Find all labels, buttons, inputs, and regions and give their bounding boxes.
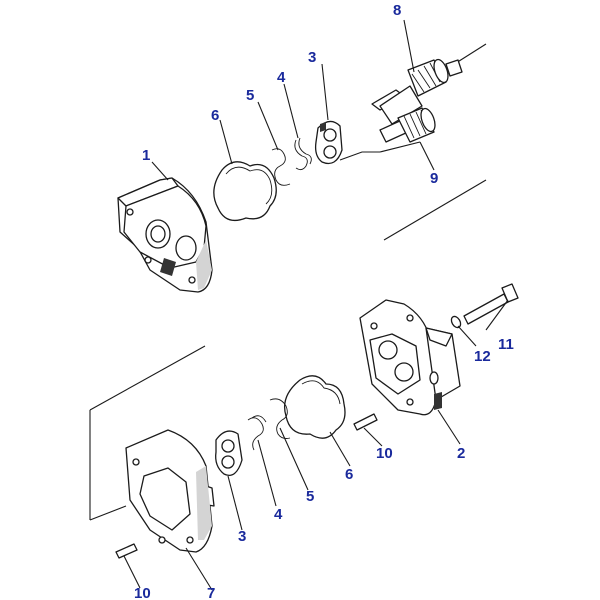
callout-8: 8 — [393, 2, 401, 19]
washer — [450, 315, 462, 329]
callout-10-left: 10 — [134, 585, 151, 600]
drive-shaft-gear — [371, 58, 463, 125]
callout-5-lower: 5 — [306, 488, 314, 505]
o-ring-upper — [213, 161, 277, 222]
callout-9: 9 — [430, 170, 438, 187]
seal-lower — [269, 398, 291, 439]
callout-6-upper: 6 — [211, 107, 219, 124]
callout-4-upper: 4 — [277, 69, 286, 86]
gear-axis-line — [339, 141, 421, 161]
callout-6-lower: 6 — [345, 466, 353, 483]
callout-12: 12 — [474, 348, 491, 365]
section-line-bottom — [89, 505, 127, 521]
callout-4-lower: 4 — [274, 506, 283, 523]
callout-11: 11 — [498, 336, 514, 353]
pump-cover — [117, 177, 213, 293]
side-plate-lower — [215, 430, 243, 477]
seal-upper — [271, 148, 291, 186]
callout-1: 1 — [142, 147, 150, 164]
backup-ring-upper — [294, 137, 312, 171]
callout-3-upper: 3 — [308, 49, 316, 66]
o-ring-lower — [283, 375, 346, 439]
bolt — [463, 283, 519, 325]
rear-housing — [125, 429, 215, 553]
callout-10-right: 10 — [376, 445, 393, 462]
backup-ring-lower — [247, 415, 267, 451]
side-plate-upper — [314, 120, 343, 165]
driven-gear — [379, 107, 436, 143]
section-line-lower — [89, 345, 206, 411]
callout-5-upper: 5 — [246, 87, 254, 104]
section-line-upper — [383, 179, 487, 241]
leader-lines — [123, 19, 509, 591]
callout-3-lower: 3 — [238, 528, 246, 545]
callout-2: 2 — [457, 445, 465, 462]
dowel-pin-right — [353, 413, 378, 431]
pump-body — [359, 299, 461, 416]
dowel-pin-left — [115, 543, 138, 559]
callout-7: 7 — [207, 585, 215, 600]
